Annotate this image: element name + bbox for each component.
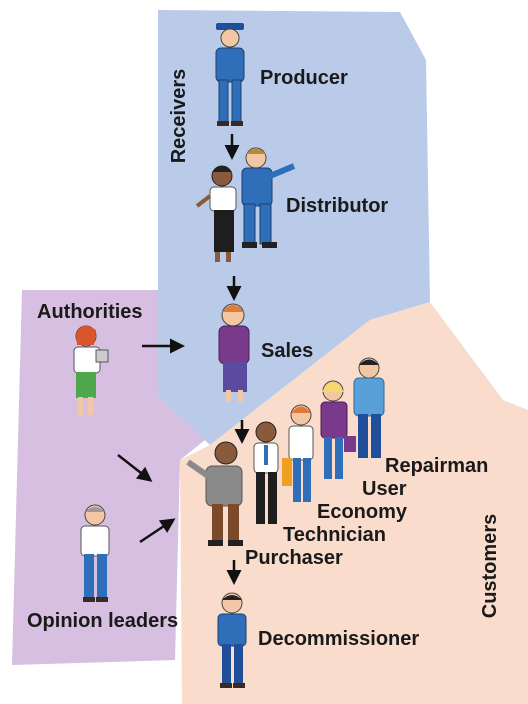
user-person-icon	[320, 380, 356, 479]
label-technician: Technician	[283, 524, 386, 546]
label-sales: Sales	[261, 340, 313, 362]
sales-person-icon	[218, 303, 250, 402]
technician-person-icon	[253, 421, 279, 524]
customers-region	[180, 302, 528, 704]
repairman-person-icon	[353, 357, 385, 458]
arrow-authorities-purchaser	[117, 454, 153, 482]
label-economy: Economy	[317, 501, 408, 523]
distributor-woman-icon	[195, 165, 237, 262]
label-repairman: Repairman	[385, 455, 488, 477]
decommissioner-person-icon	[217, 592, 247, 688]
purchaser-person-icon	[186, 441, 243, 546]
authorities-region	[12, 290, 205, 665]
label-receivers: Receivers	[168, 69, 190, 164]
opinion-leader-person-icon	[80, 504, 110, 602]
economy-person-icon	[282, 404, 314, 502]
arrow-opinion-purchaser	[139, 518, 176, 544]
producer-person-icon	[215, 23, 245, 126]
distributor-man-icon	[241, 147, 296, 248]
label-authorities: Authorities	[37, 301, 143, 323]
authorities-person-icon	[73, 325, 109, 415]
label-customers: Customers	[479, 514, 501, 618]
label-opinion-leaders: Opinion leaders	[27, 610, 178, 632]
label-decommissioner: Decommissioner	[258, 628, 419, 650]
label-user: User	[362, 478, 407, 500]
label-purchaser: Purchaser	[245, 547, 343, 569]
label-distributor: Distributor	[286, 195, 388, 217]
label-producer: Producer	[260, 67, 348, 89]
